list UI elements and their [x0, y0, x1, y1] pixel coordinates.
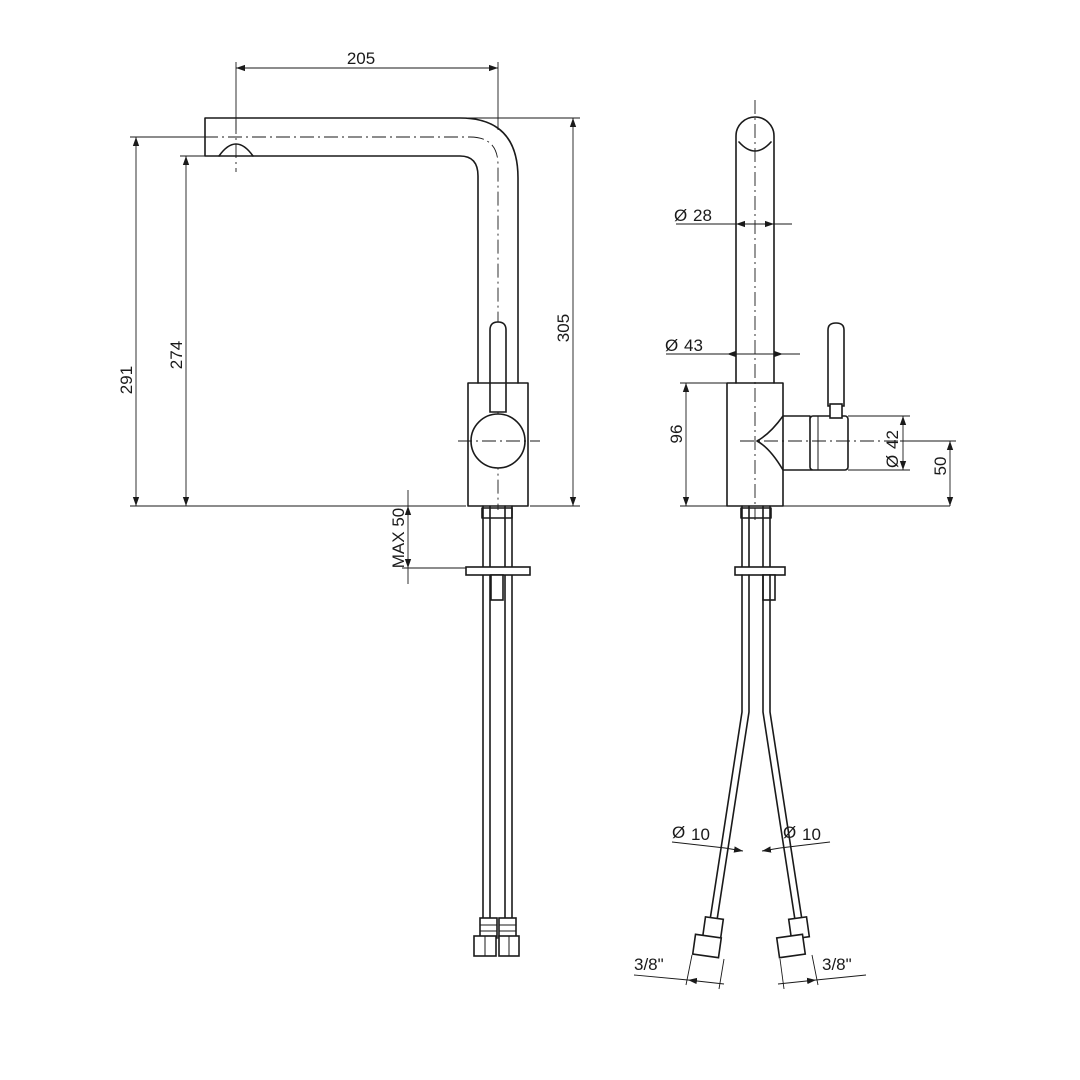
side-view: 205 305 291 274 MAX 50	[117, 49, 580, 957]
dim-total-height: 305	[554, 314, 573, 342]
diameter-symbol-28: Ø	[674, 206, 687, 225]
dim-spout-reach: 205	[347, 49, 375, 68]
dim-max-deck: MAX 50	[389, 508, 408, 568]
dim-height-274: 274	[167, 341, 186, 369]
dim-thread-right: 3/8"	[822, 955, 852, 974]
dim-spout-diameter: 28	[693, 206, 712, 225]
hose-fitting-right	[775, 915, 811, 959]
front-view: Ø 28 Ø 43 96 Ø 42 50 Ø 10 Ø 10	[633, 100, 956, 990]
dim-hose-left: 10	[691, 825, 710, 844]
handle-cylinder	[809, 415, 849, 471]
mounting-plate	[465, 566, 531, 576]
hose-fitting-left	[691, 915, 725, 959]
diameter-symbol-hose-right: Ø	[783, 823, 796, 842]
dim-handle-height: 50	[931, 457, 950, 476]
lever-handle	[489, 321, 507, 413]
dim-height-291: 291	[117, 366, 136, 394]
diameter-symbol-43: Ø	[665, 336, 678, 355]
dim-thread-left: 3/8"	[634, 955, 664, 974]
diameter-symbol-hose-left: Ø	[672, 823, 685, 842]
lever-front	[827, 322, 845, 407]
diameter-symbol-42: Ø	[883, 455, 902, 468]
dim-hose-right: 10	[802, 825, 821, 844]
mounting-plate-front	[734, 566, 786, 576]
mixer-body	[467, 382, 529, 507]
spout-outline	[204, 117, 519, 384]
dim-handle-diameter: 42	[883, 430, 902, 449]
hose-fittings-side	[473, 917, 520, 957]
spout-pipe-front	[735, 116, 775, 384]
dim-body-diameter: 43	[684, 336, 703, 355]
dim-body-height: 96	[667, 425, 686, 444]
